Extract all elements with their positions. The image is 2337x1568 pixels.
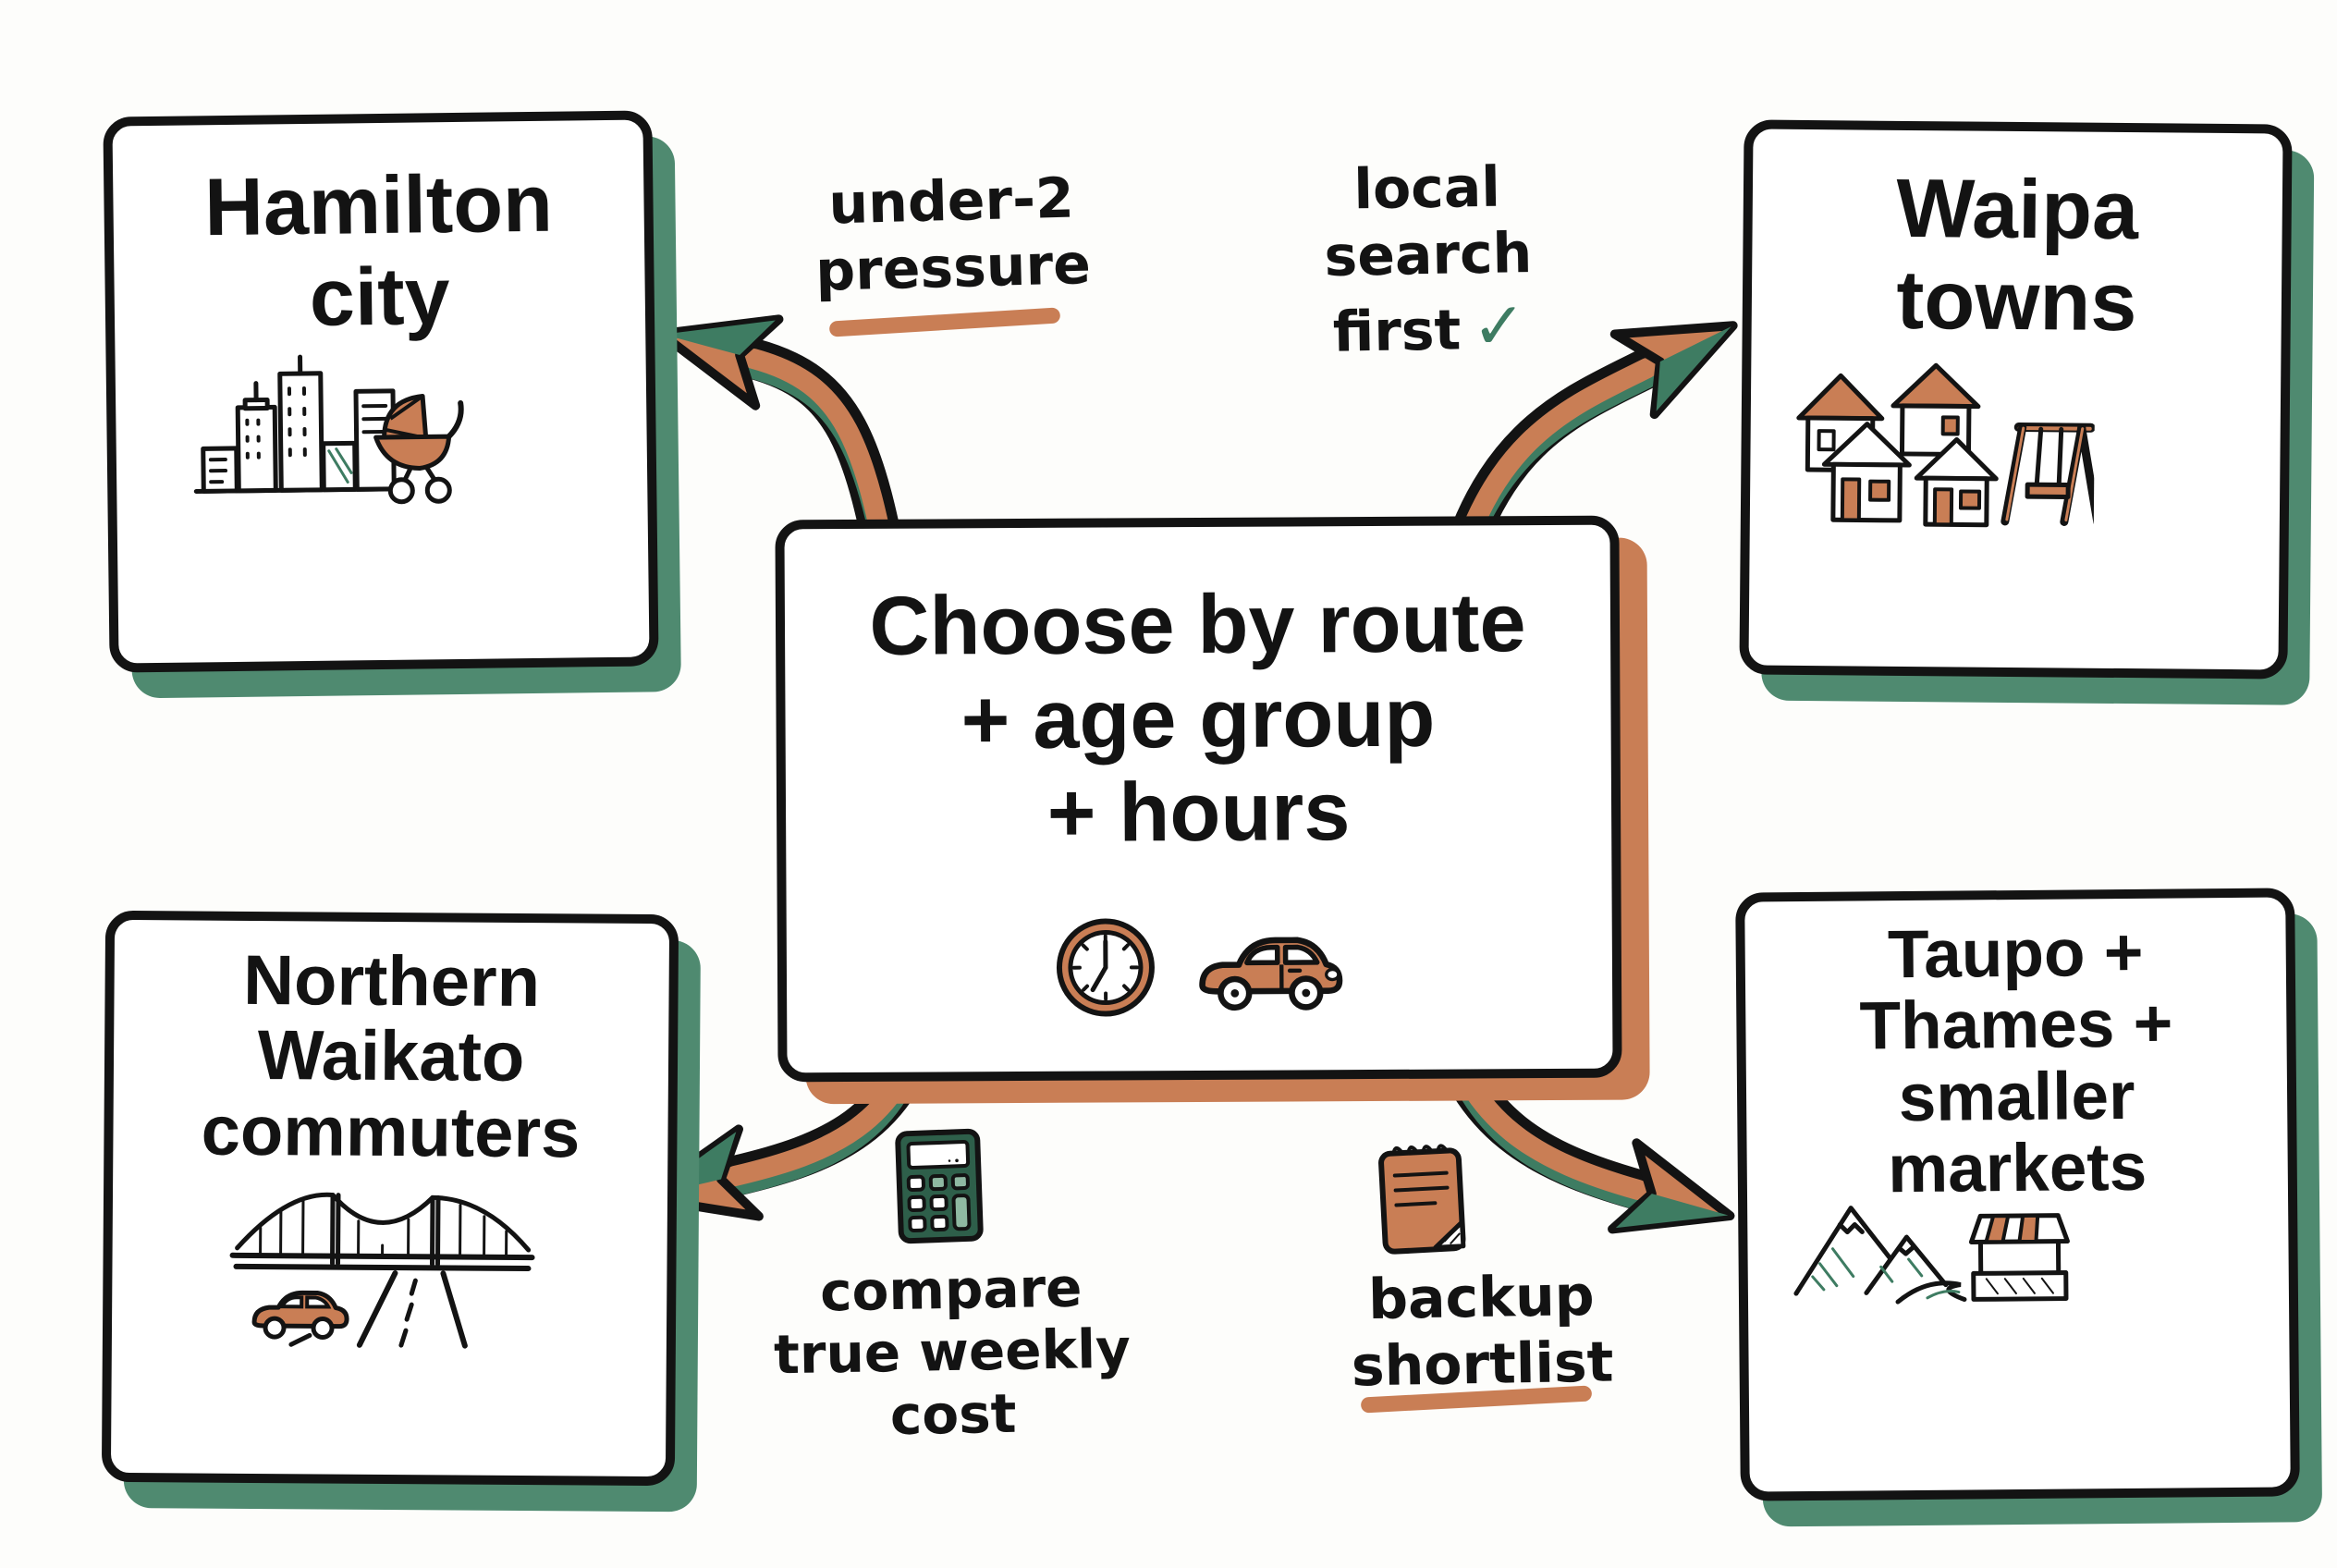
box-title: Hamilton city [113,157,645,346]
box-title: Northern Waikato commuters [113,940,669,1173]
center-title-line: Choose by route [869,577,1526,673]
notepad-icon [1378,1144,1466,1255]
box-title-line: Taupo + [1887,914,2144,993]
commuter-car-icon [251,1290,349,1340]
note-line: cost [889,1381,1017,1447]
note-line: true weekly [773,1317,1132,1387]
note-backup-shortlist: backup shortlist [1328,1262,1635,1401]
note-compare-weekly-cost: compare true weekly cost [747,1256,1156,1449]
box-choose-criteria: Choose by route + age group + hours [775,515,1622,1083]
box-title-line: city [309,249,451,343]
center-title: Choose by route + age group + hours [785,577,1612,864]
city-skyline-pram-icon [193,354,464,505]
note-line: backup [1367,1263,1596,1333]
note-local-search-first: local search first✓ [1311,153,1546,368]
note-line: local [1352,154,1501,223]
note-line: compare [819,1256,1083,1324]
center-title-line: + hours [1046,766,1351,861]
box-title-line: towns [1895,253,2137,349]
box-taupo-thames: Taupo + Thames + smaller markets [1735,888,2300,1501]
calculator-icon [895,1128,984,1244]
market-stall-icon [1968,1213,2070,1302]
box-title: Waipa towns [1751,163,2282,350]
check-icon: ✓ [1471,288,1527,365]
center-title-line: + age group [960,671,1436,767]
box-title-line: commuters [201,1091,581,1173]
box-title-line: Hamilton [203,156,554,253]
note-under2-pressure: under-2 pressure [784,164,1120,305]
houses-swing-icon [1796,362,2096,528]
swing-icon [2001,423,2096,527]
box-waipa-towns: Waipa towns [1739,119,2293,680]
box-title-line: Waikato [257,1016,525,1097]
note-line: under-2 [827,165,1075,238]
bridge-road-car-icon [229,1192,535,1349]
box-title: Taupo + Thames + smaller markets [1744,915,2288,1207]
car-icon [1198,937,1342,1011]
box-title-line: Waipa [1895,162,2139,258]
box-northern-waikato: Northern Waikato commuters [101,910,679,1487]
box-hamilton-city: Hamilton city [103,110,659,673]
note-line: search [1323,221,1533,289]
box-title-line: Northern [242,940,541,1023]
box-title-line: Thames + [1859,986,2173,1064]
note-line: pressure [814,232,1092,304]
box-title-line: smaller [1898,1058,2135,1135]
clock-icon [1056,918,1155,1017]
note-line: first✓ [1332,288,1527,365]
pram-icon [373,393,464,505]
center-icons-row [787,913,1613,1022]
mountains-river-market-icon [1793,1206,2070,1305]
